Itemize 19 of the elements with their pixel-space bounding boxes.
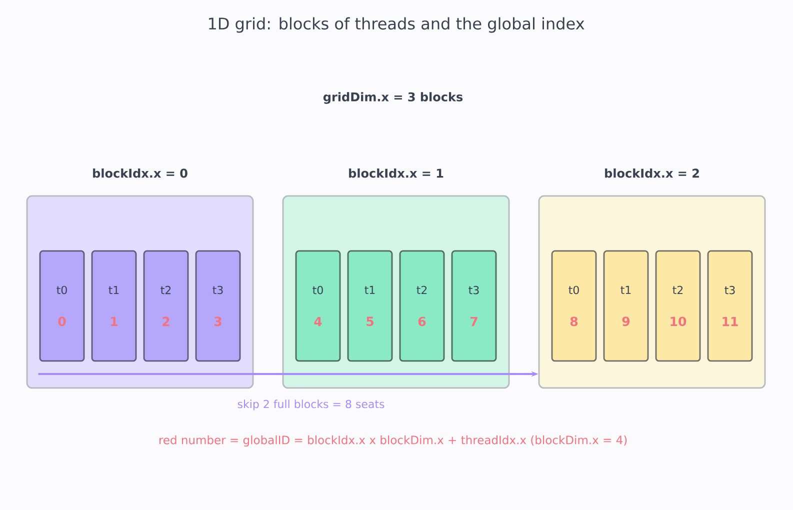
node-label: blockIdx.x = 0: [93, 168, 188, 178]
thread-box: t0 0: [39, 250, 85, 362]
node-label: blockIdx.x = 2: [605, 168, 699, 178]
thread-box: t1 1: [91, 250, 137, 362]
thread-box: t0 8: [551, 250, 597, 362]
thread-box: t3 3: [195, 250, 241, 362]
thread-box: t2 6: [399, 250, 445, 362]
title: 1D grid: blocks of threads and the global index: [209, 17, 584, 33]
formula-note: red number = globalID = blockIdx.x x blockDim.x + threadIdx.x (blockDim.x = 4): [160, 435, 627, 447]
edge-label: skip 2 full blocks = 8 seats: [236, 398, 386, 412]
thread-box: t0 4: [295, 250, 341, 362]
thread-box: t3 11: [707, 250, 753, 362]
thread-box: t1 5: [347, 250, 393, 362]
thread-box: t3 7: [451, 250, 497, 362]
heading: gridDim.x = 3 blocks: [323, 92, 463, 104]
thread-box: t2 2: [143, 250, 189, 362]
thread-box: t2 10: [655, 250, 701, 362]
thread-box: t1 9: [603, 250, 649, 362]
node-label: blockIdx.x = 1: [349, 168, 444, 178]
